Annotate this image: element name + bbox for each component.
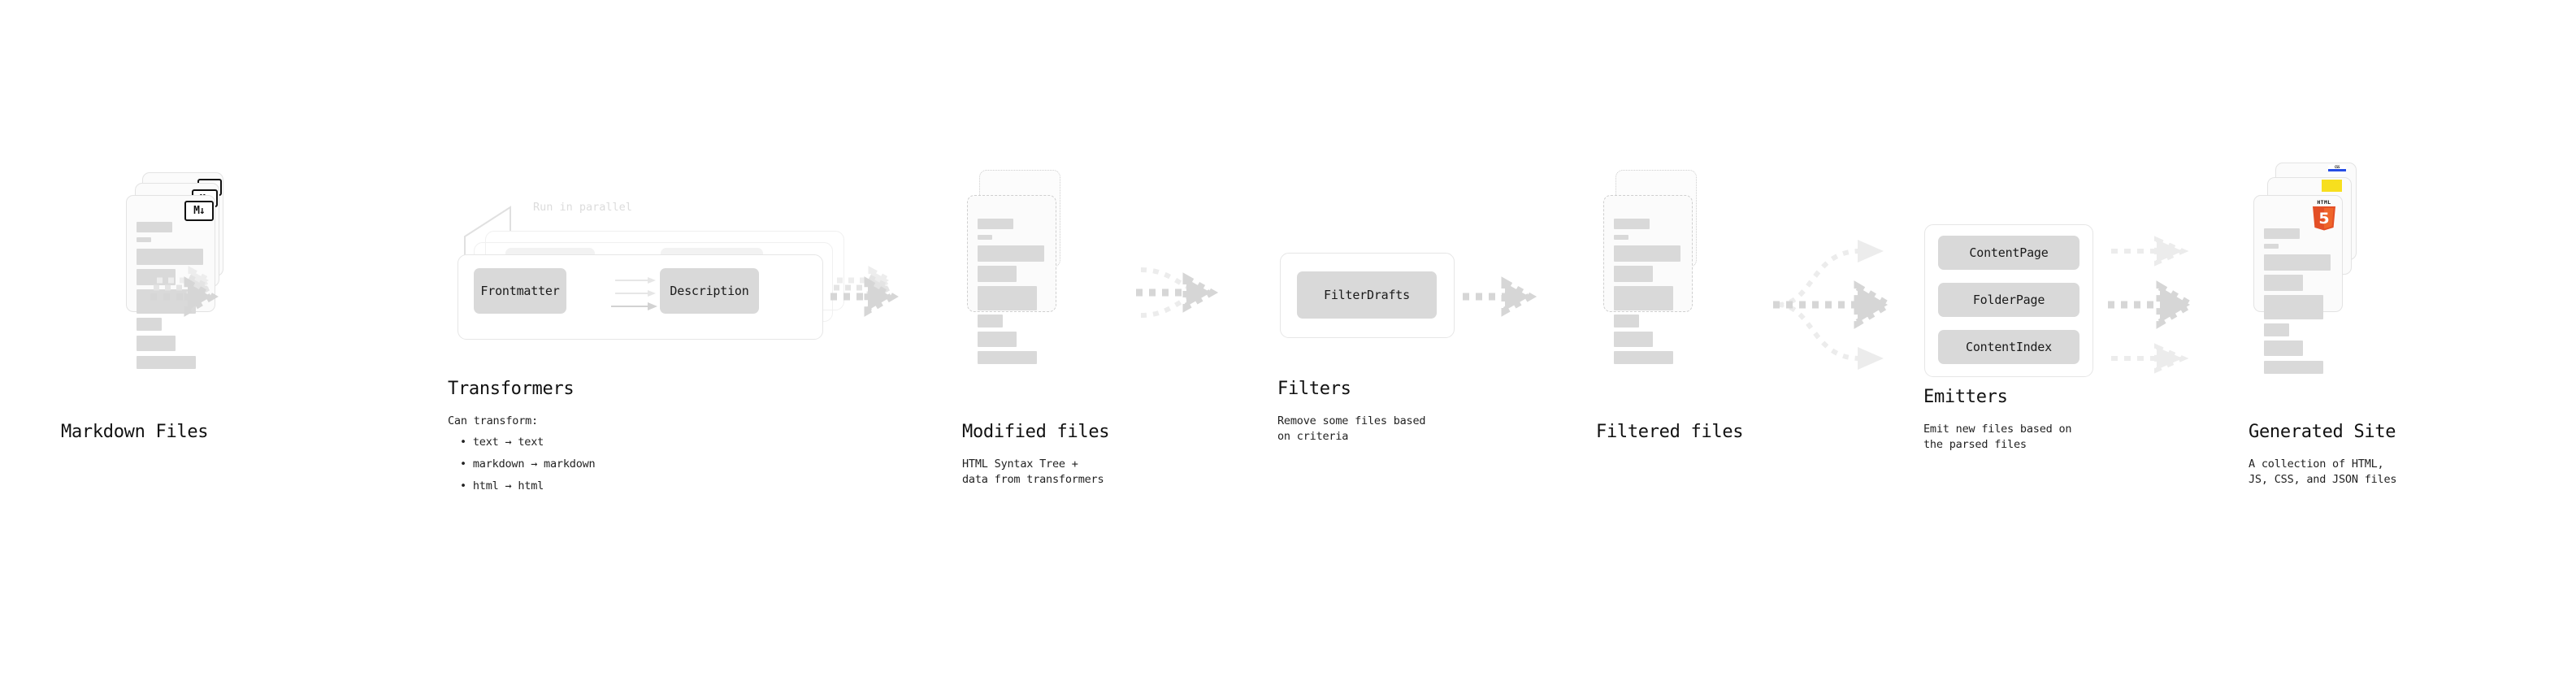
- skeleton-bar: [978, 266, 1017, 282]
- skeleton-bar: [2264, 323, 2289, 336]
- js-badge: [2322, 180, 2342, 192]
- stage-subtitle-emitters: Emit new files based on the parsed files: [1923, 423, 2072, 452]
- svg-text:5: 5: [2318, 210, 2329, 228]
- skeleton-bar: [137, 336, 176, 351]
- stage-title-modified-files: Modified files: [962, 422, 1110, 442]
- skeleton-bar: [2264, 244, 2279, 249]
- stage-title-emitters: Emitters: [1923, 387, 2008, 407]
- skeleton-bar: [1614, 286, 1673, 310]
- run-in-parallel-bracket: [464, 206, 511, 262]
- skeleton-bar: [1614, 219, 1650, 229]
- skeleton-bar: [978, 286, 1037, 310]
- skeleton-bar: [137, 249, 203, 265]
- skeleton-bar: [2264, 228, 2300, 239]
- markdown-badge: M↓: [184, 201, 214, 221]
- arrow-filters-to-filtered: [1463, 276, 1537, 317]
- transformer-bullet-1: • markdown → markdown: [460, 458, 596, 471]
- emitter-chip-contentpage[interactable]: ContentPage: [1938, 236, 2079, 270]
- stage-title-generated-site: Generated Site: [2249, 422, 2396, 442]
- stage-title-transformers: Transformers: [448, 379, 575, 399]
- skeleton-bar: [978, 314, 1003, 327]
- skeleton-bar: [1614, 235, 1628, 240]
- arrow-filtered-to-emitters-fanout: [1773, 240, 1895, 370]
- transformer-inner-arrows: [611, 277, 657, 310]
- transformer-bullet-2: • html → html: [460, 479, 544, 492]
- skeleton-bar: [137, 222, 172, 232]
- stage-title-filtered-files: Filtered files: [1596, 422, 1744, 442]
- arrow-emitters-to-site: [2108, 236, 2197, 374]
- skeleton-bar: [2264, 295, 2323, 319]
- emitter-chip-contentindex[interactable]: ContentIndex: [1938, 330, 2079, 364]
- skeleton-bar: [1614, 245, 1680, 262]
- skeleton-bar: [1614, 314, 1639, 327]
- emitter-chip-folderpage[interactable]: FolderPage: [1938, 283, 2079, 317]
- filtered-card-front: [1603, 195, 1693, 364]
- arrow-markdown-to-transformers: [150, 266, 219, 317]
- skeleton-bar: [2264, 361, 2323, 374]
- css-badge-label: CSS: [2334, 165, 2340, 169]
- stage-title-markdown-files: Markdown Files: [61, 422, 209, 442]
- skeleton-bar: [2264, 340, 2303, 356]
- stage-subtitle-modified-files: HTML Syntax Tree + data from transformer…: [962, 458, 1104, 487]
- modified-card-front: [967, 195, 1056, 364]
- transformer-chip-description[interactable]: Description: [660, 268, 759, 314]
- skeleton-bar: [978, 219, 1013, 229]
- skeleton-bar: [2264, 275, 2303, 291]
- skeleton-bar: [978, 332, 1017, 347]
- skeleton-bar: [137, 269, 176, 285]
- skeleton-bar: [1614, 351, 1673, 364]
- stage-subtitle-transformers: Can transform:: [448, 414, 538, 427]
- svg-text:HTML: HTML: [2317, 199, 2331, 206]
- stage-subtitle-generated-site: A collection of HTML, JS, CSS, and JSON …: [2249, 458, 2397, 487]
- html5-icon: HTML 5: [2313, 199, 2335, 231]
- skeleton-bar: [978, 351, 1037, 364]
- skeleton-bar: [978, 245, 1044, 262]
- site-card-front: [2253, 195, 2343, 374]
- arrow-modified-to-filters: [1136, 267, 1219, 318]
- filter-chip-filterdrafts[interactable]: FilterDrafts: [1297, 271, 1437, 319]
- stage-title-filters: Filters: [1277, 379, 1351, 399]
- css-badge-bar: [2328, 169, 2346, 171]
- skeleton-bar: [978, 235, 992, 240]
- arrow-transformers-to-modified: [830, 266, 899, 317]
- css-badge: CSS: [2328, 165, 2346, 174]
- skeleton-bar: [137, 318, 162, 331]
- skeleton-bar: [137, 237, 151, 242]
- skeleton-bar: [137, 356, 196, 369]
- skeleton-bar: [1614, 332, 1653, 347]
- skeleton-bar: [1614, 266, 1653, 282]
- run-in-parallel-label: Run in parallel: [533, 201, 632, 214]
- transformer-bullet-0: • text → text: [460, 436, 544, 449]
- skeleton-bar: [2264, 254, 2331, 271]
- transformer-chip-frontmatter[interactable]: Frontmatter: [474, 268, 566, 314]
- stage-subtitle-filters: Remove some files based on criteria: [1277, 414, 1426, 444]
